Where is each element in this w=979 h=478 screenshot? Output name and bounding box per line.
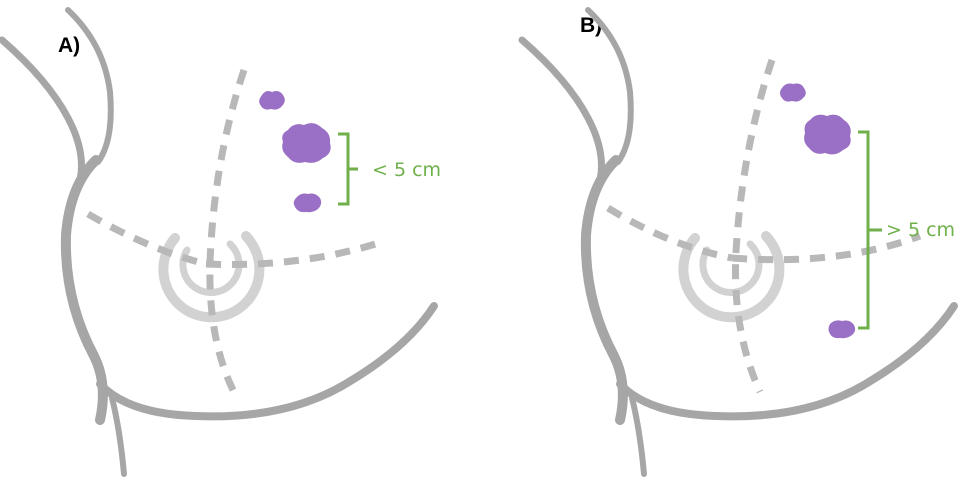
areola-icon [683,236,779,317]
distance-label: < 5 cm [372,159,441,181]
distance-label: > 5 cm [886,219,955,241]
panel-a: A) < 5 cm [2,10,441,474]
bracket-icon [858,132,882,328]
breast-outline-icon [2,10,434,474]
vertical-quadrant-line [736,60,773,392]
left-quadrant-line [608,208,732,258]
lesion-icon [829,320,856,338]
lesion-icon [294,194,321,213]
vertical-quadrant-line [210,70,244,392]
lesion-icon [282,123,331,163]
lesion-icon [804,115,851,155]
left-quadrant-line [88,214,206,264]
panel-a-label: A) [58,34,80,57]
lesion-icon [259,91,285,110]
lesions [780,84,855,339]
quadrant-lines [608,60,920,392]
bracket-icon [338,134,358,204]
lesion-icon [780,84,806,102]
panel-b: B) > 5 cm [522,10,955,474]
lesions [259,91,330,212]
quadrant-lines [88,70,382,392]
